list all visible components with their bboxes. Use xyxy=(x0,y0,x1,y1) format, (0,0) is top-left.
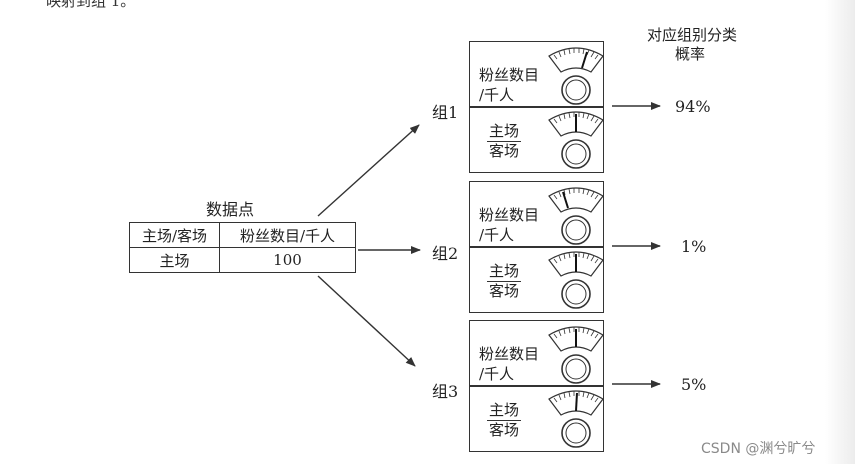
group2-fans-label: 粉丝数目 /千人 xyxy=(479,205,539,245)
gauge-needle xyxy=(562,191,569,209)
fans-label-line1: 粉丝数目 xyxy=(479,66,540,84)
home-label: 主场 xyxy=(487,122,522,142)
fans-label-line1: 粉丝数目 xyxy=(479,206,540,224)
group1-home-away-label: 主场 客场 xyxy=(487,122,522,161)
probability-header-line1: 对应组别分类 xyxy=(647,26,738,44)
fans-label-line2: /千人 xyxy=(479,86,515,104)
gauge-dial-icon xyxy=(548,187,604,213)
home-label: 主场 xyxy=(487,262,522,282)
datapoint-title: 数据点 xyxy=(206,200,255,219)
group2-fans-meter xyxy=(548,187,604,245)
cell-fans: 100 xyxy=(219,247,356,273)
probability-header-line2: 概率 xyxy=(675,45,706,63)
group3-box: 粉丝数目 /千人 主场 客场 xyxy=(469,320,604,452)
datapoint-table: 主场/客场 粉丝数目/千人 主场 100 xyxy=(129,222,356,273)
away-label: 客场 xyxy=(489,282,520,300)
group2-label: 组2 xyxy=(432,244,459,263)
watermark: CSDN @渊兮旷兮 xyxy=(701,441,816,457)
group2-home-away-label: 主场 客场 xyxy=(487,262,522,301)
group3-home-away-label: 主场 客场 xyxy=(487,401,522,440)
group2-home-meter xyxy=(548,251,604,309)
group3-label: 组3 xyxy=(432,382,459,401)
table-header-row: 主场/客场 粉丝数目/千人 xyxy=(129,222,356,248)
group3-fans-label: 粉丝数目 /千人 xyxy=(479,344,539,384)
arrow-to-group1 xyxy=(317,124,420,217)
top-cropped-text: 映射到组 1。 xyxy=(46,0,136,10)
home-label: 主场 xyxy=(487,401,522,421)
cell-home-away: 主场 xyxy=(129,247,220,273)
table-row: 主场 100 xyxy=(129,247,356,273)
group2-box: 粉丝数目 /千人 主场 客场 xyxy=(469,181,604,313)
group1-fans-meter xyxy=(548,47,604,105)
away-label: 客场 xyxy=(489,142,520,160)
group3-home-meter xyxy=(548,390,604,448)
group1-divider xyxy=(470,106,603,108)
group1-box: 粉丝数目 /千人 主场 客场 xyxy=(469,41,604,173)
group1-home-meter xyxy=(548,111,604,169)
group3-fans-meter xyxy=(548,326,604,384)
group1-fans-label: 粉丝数目 /千人 xyxy=(479,65,539,105)
group1-probability: 94% xyxy=(675,97,711,116)
arrow-to-group3 xyxy=(317,275,416,367)
page-edge-shadow xyxy=(825,0,855,464)
group2-probability: 1% xyxy=(681,237,707,256)
fans-label-line2: /千人 xyxy=(479,365,515,383)
column-header-fans: 粉丝数目/千人 xyxy=(219,222,356,248)
group3-divider xyxy=(470,385,603,387)
gauge-needle xyxy=(575,392,578,412)
gauge-dial-icon xyxy=(548,47,604,73)
fans-label-line1: 粉丝数目 xyxy=(479,345,540,363)
gauge-needle xyxy=(581,51,588,69)
group3-probability: 5% xyxy=(681,375,707,394)
fans-label-line2: /千人 xyxy=(479,226,515,244)
away-label: 客场 xyxy=(489,421,520,439)
group2-divider xyxy=(470,246,603,248)
group1-label: 组1 xyxy=(432,103,459,122)
